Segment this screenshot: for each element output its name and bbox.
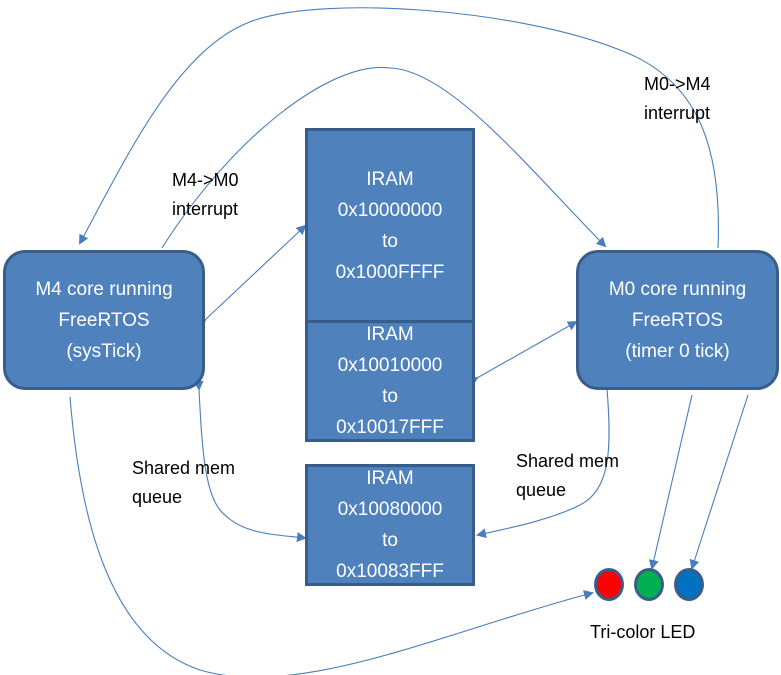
m4-core-line-1: M4 core running bbox=[35, 278, 173, 300]
iram-1-title: IRAM bbox=[366, 324, 414, 345]
m0-core-line-3: (timer 0 tick) bbox=[625, 340, 730, 362]
m0-shared-queue-link bbox=[476, 380, 612, 539]
shared-mem-queue-right-label: Shared mem queue bbox=[516, 447, 619, 505]
iram-2-end: 0x10083FFF bbox=[336, 561, 444, 582]
m0-to-m4-interrupt-label: M0->M4 interrupt bbox=[644, 70, 711, 128]
m4-led-red-arrow bbox=[69, 396, 594, 675]
led-green bbox=[634, 568, 664, 601]
m4-core-line-3: (sysTick) bbox=[66, 340, 142, 362]
m4-to-m0-label-line-1: M4->M0 bbox=[172, 170, 239, 190]
m0-led-blue-arrow bbox=[689, 394, 749, 570]
shared-left-line-2: queue bbox=[132, 487, 183, 507]
iram-1-end: 0x10017FFF bbox=[336, 417, 444, 438]
m4-iram0-link bbox=[195, 224, 307, 330]
m0-to-m4-label-line-2: interrupt bbox=[644, 103, 711, 123]
m4-to-m0-interrupt-label: M4->M0 interrupt bbox=[172, 166, 239, 224]
m0-core-box: M0 core running FreeRTOS (timer 0 tick) bbox=[576, 250, 779, 390]
tri-color-led-label: Tri-color LED bbox=[590, 622, 696, 642]
m0-to-m4-label-line-1: M0->M4 bbox=[644, 74, 711, 94]
iram-block-2: IRAM 0x10080000 to 0x10083FFF bbox=[305, 464, 475, 586]
m0-core-line-2: FreeRTOS bbox=[631, 309, 724, 331]
led-red bbox=[594, 568, 624, 601]
led-blue bbox=[674, 568, 704, 601]
shared-mem-queue-left-label: Shared mem queue bbox=[132, 454, 235, 512]
shared-right-line-2: queue bbox=[516, 480, 567, 500]
iram-2-to: to bbox=[382, 530, 398, 551]
iram-0-title: IRAM bbox=[366, 169, 414, 190]
m0-iram1-link bbox=[467, 321, 578, 387]
iram-0-to: to bbox=[382, 231, 398, 252]
iram-1-start: 0x10010000 bbox=[337, 355, 443, 376]
shared-left-line-1: Shared mem bbox=[132, 458, 236, 478]
m4-shared-queue-link bbox=[193, 380, 307, 543]
m0-led-green-arrow bbox=[648, 394, 693, 570]
m0-core-line-1: M0 core running bbox=[608, 278, 747, 300]
iram-1-to: to bbox=[382, 386, 398, 407]
m4-to-m0-label-line-2: interrupt bbox=[172, 199, 239, 219]
m4-core-line-2: FreeRTOS bbox=[58, 309, 150, 331]
m0-to-m4-interrupt-arrow bbox=[79, 7, 719, 249]
m4-core-box: M4 core running FreeRTOS (sysTick) bbox=[3, 250, 205, 390]
iram-2-start: 0x10080000 bbox=[337, 499, 443, 520]
iram-0-start: 0x10000000 bbox=[337, 200, 443, 221]
iram-block-1: IRAM 0x10010000 to 0x10017FFF bbox=[305, 320, 475, 442]
iram-block-0: IRAM 0x10000000 to 0x1000FFFF bbox=[305, 128, 475, 324]
iram-2-title: IRAM bbox=[366, 468, 414, 489]
shared-right-line-1: Shared mem bbox=[516, 451, 620, 471]
iram-0-end: 0x1000FFFF bbox=[335, 262, 445, 283]
m4-to-m0-interrupt-arrow bbox=[161, 66, 607, 249]
